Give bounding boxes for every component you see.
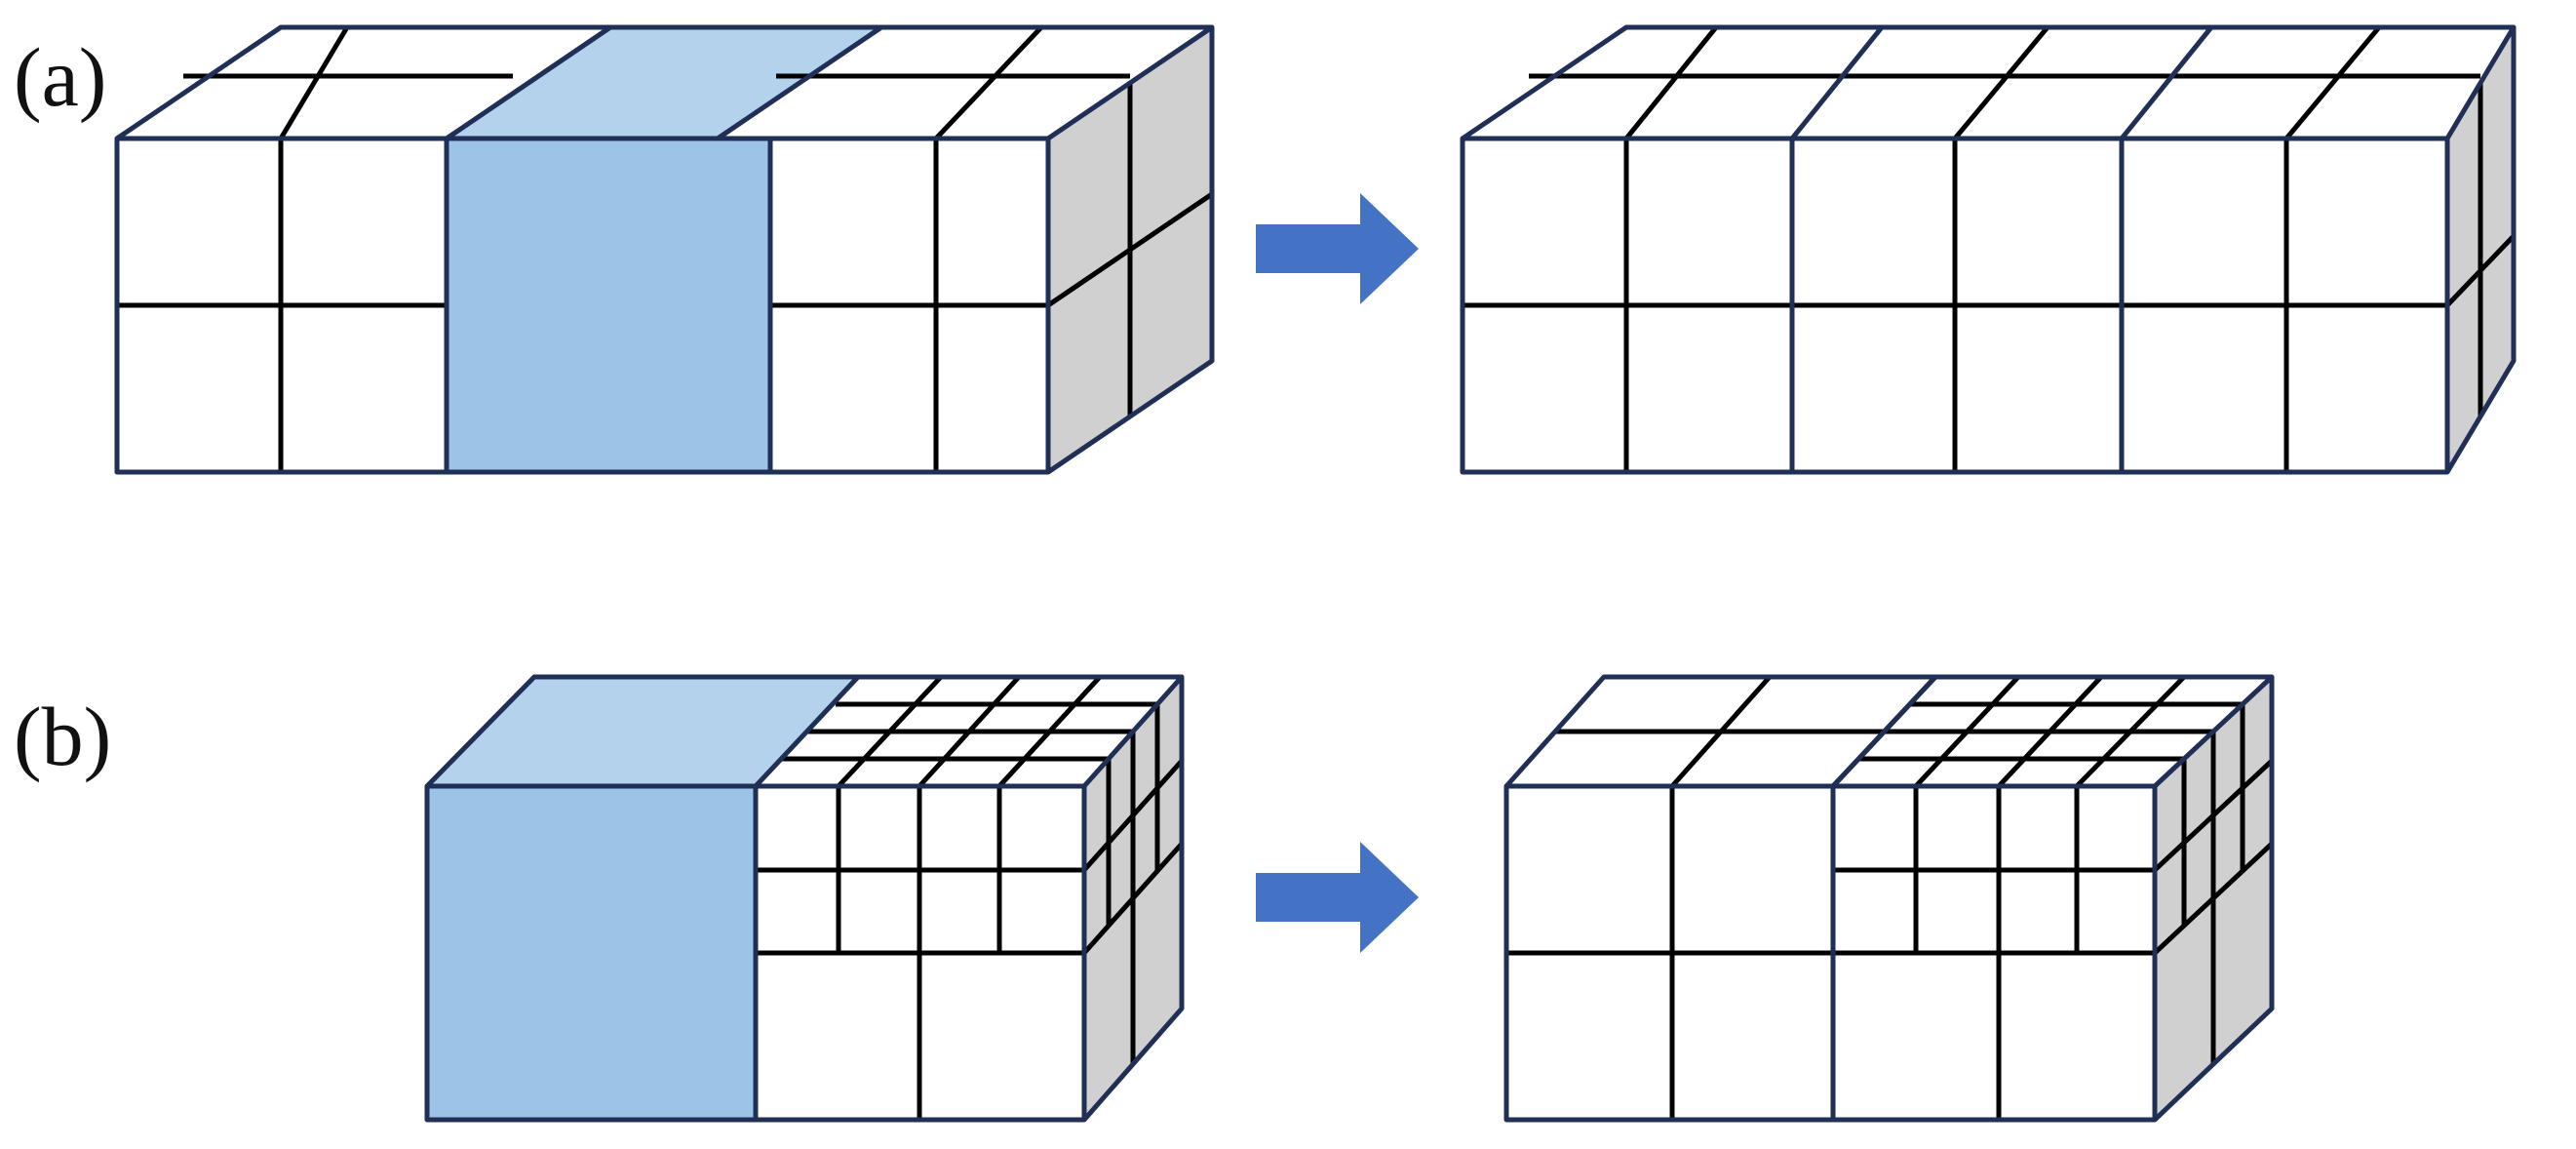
- grid-lines: [117, 25, 1214, 472]
- top-face: [1463, 27, 2514, 139]
- panel-b-arrow: [1256, 842, 1419, 953]
- block-outline: [1503, 674, 2275, 1123]
- highlight-top-face: [427, 677, 858, 786]
- panel-a-before-block: [114, 24, 1215, 475]
- grid-lines: [756, 675, 1184, 1120]
- highlight-front-face: [427, 786, 756, 1120]
- panel-label-a: (a): [14, 30, 107, 124]
- highlight-front-face: [447, 139, 770, 472]
- panel-b-after-block: [1503, 674, 2275, 1123]
- panel-b-before-block: [424, 674, 1185, 1123]
- panel-a-arrow: [1256, 193, 1419, 304]
- panel-label-b: (b): [14, 690, 112, 783]
- highlight-top-face: [447, 27, 881, 139]
- panel-a-after-block: [1460, 24, 2517, 475]
- block-outline: [424, 674, 1185, 1123]
- block-outline: [1460, 24, 2517, 475]
- grid-lines: [1463, 25, 2516, 472]
- block-outline: [114, 24, 1215, 475]
